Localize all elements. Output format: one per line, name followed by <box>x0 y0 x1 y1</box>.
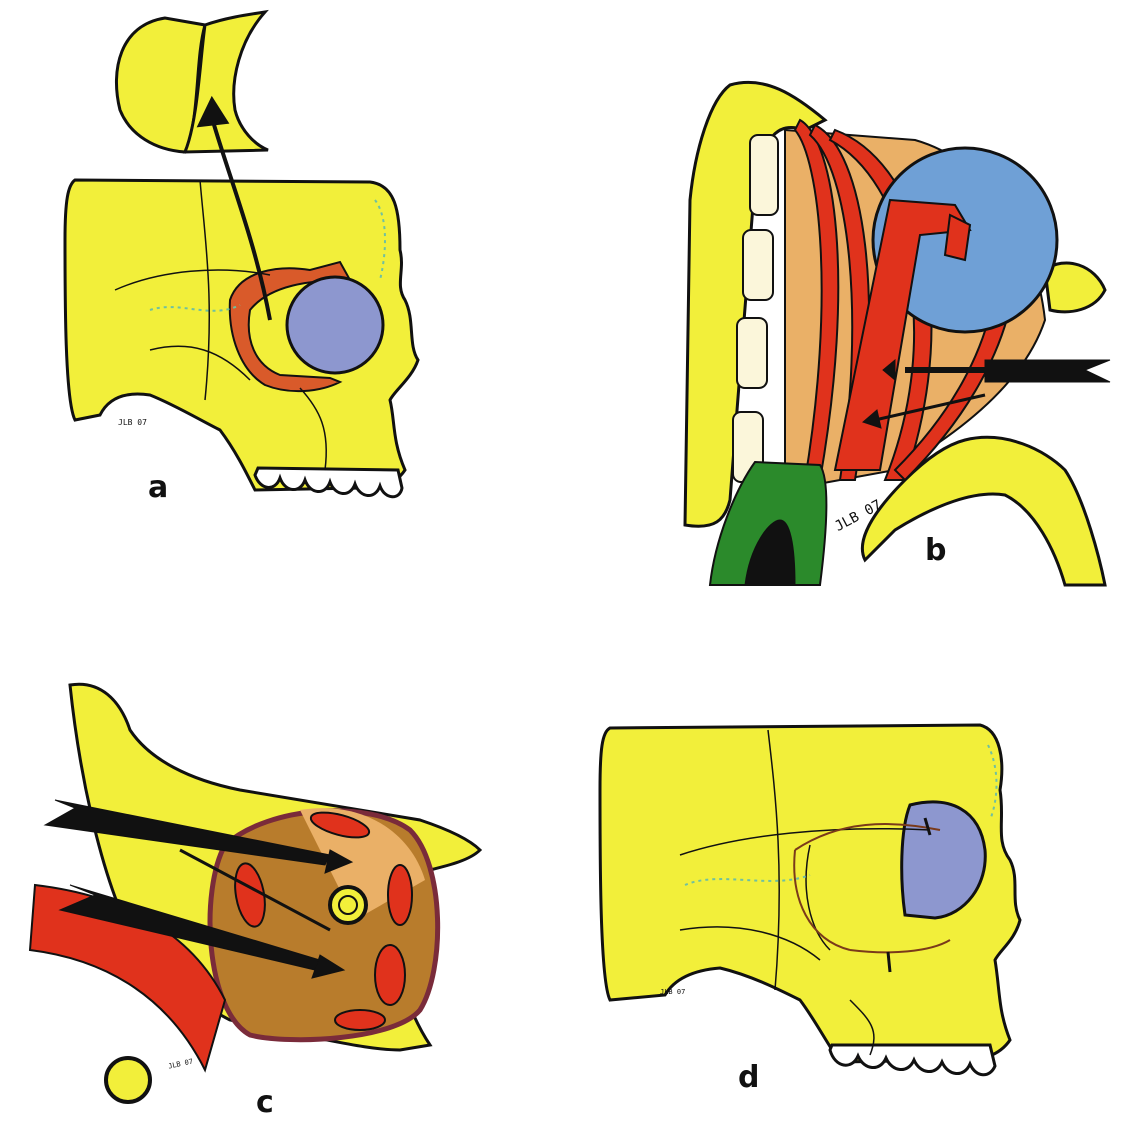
panel-label: c <box>256 1085 274 1120</box>
signature: JLB 07 <box>660 988 685 996</box>
panel-label: b <box>925 533 946 568</box>
vessel-section <box>106 1058 150 1102</box>
panel-label: d <box>738 1060 759 1095</box>
panel-d-illustration <box>570 690 1130 1128</box>
panel-b: b JLB 07 <box>565 0 1130 590</box>
panel-b-illustration <box>565 0 1130 590</box>
panel-a: a JLB 07 <box>0 0 560 560</box>
panel-a-illustration <box>0 0 560 560</box>
bone-flap <box>116 12 268 152</box>
panel-d: d JLB 07 <box>570 690 1130 1128</box>
panel-label: a <box>148 470 168 505</box>
panel-c-illustration <box>0 640 560 1128</box>
signature: JLB 07 <box>118 418 147 427</box>
panel-c: c JLB 07 <box>0 640 560 1128</box>
eye-globe <box>287 277 383 373</box>
